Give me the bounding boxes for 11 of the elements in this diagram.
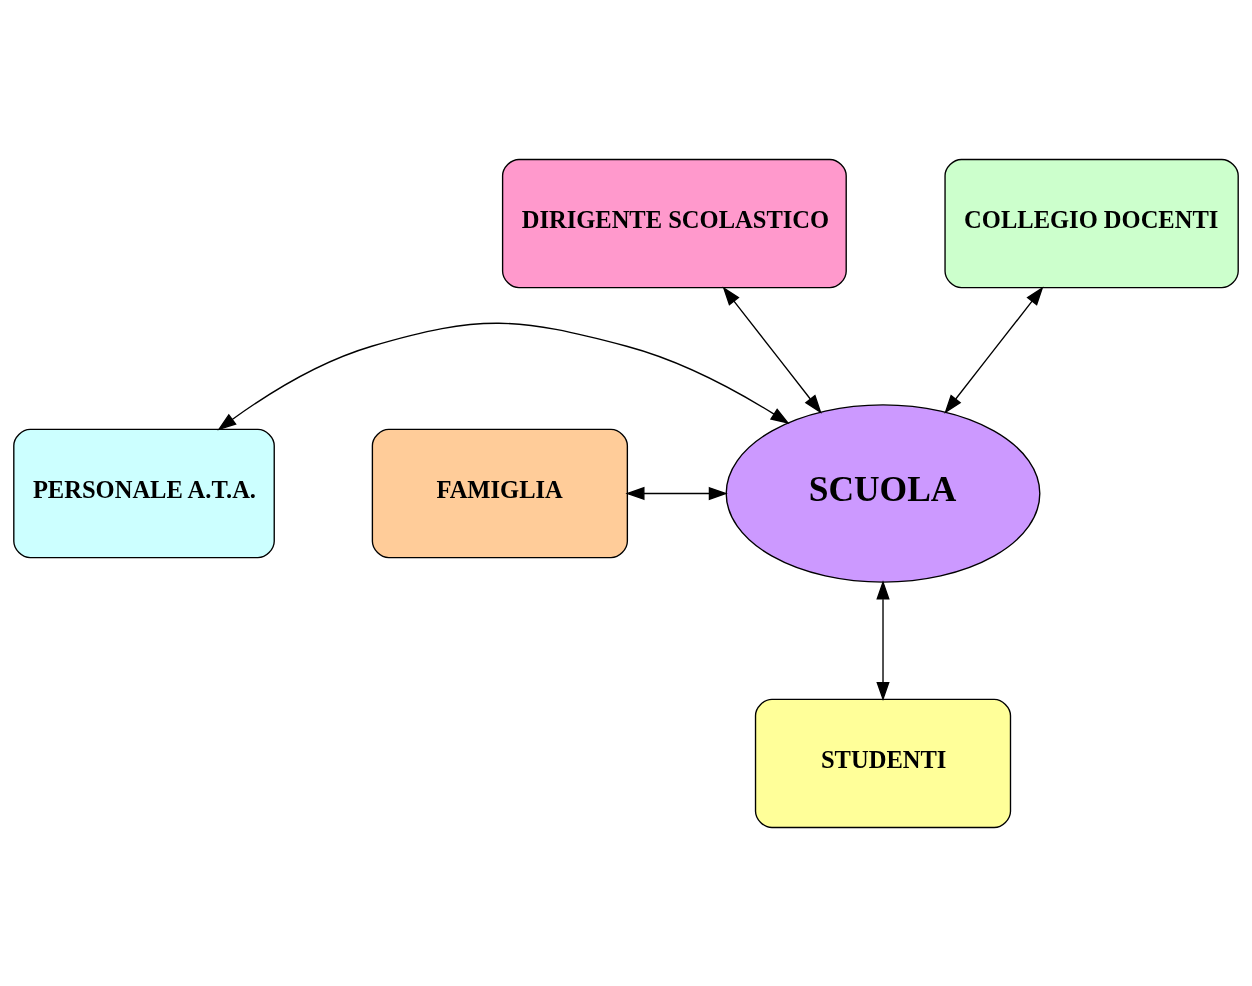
arrow [722,286,822,414]
arrow [876,579,890,701]
arrow [625,486,728,500]
node-box: DIRIGENTE SCOLASTICO [501,158,847,288]
node-box: COLLEGIO DOCENTI [944,158,1239,288]
arrow [944,286,1044,414]
arrow [217,322,790,430]
node-box: FAMIGLIA [371,428,629,558]
node-box: PERSONALE A.T.A. [13,428,275,558]
node-box: STUDENTI [754,698,1012,828]
node-ellipse: SCUOLA [725,403,1041,583]
